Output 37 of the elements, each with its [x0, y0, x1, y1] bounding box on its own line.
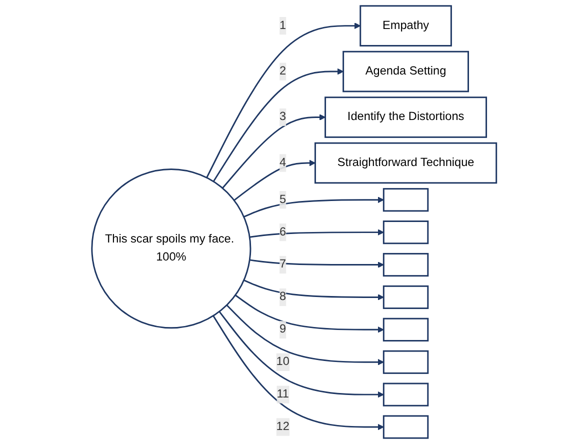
edge-label: 12: [276, 420, 290, 433]
node-box: [314, 142, 497, 184]
edge-label: 8: [279, 290, 286, 304]
node-box: [382, 350, 429, 374]
node-box: [382, 220, 429, 244]
edge-label: 6: [279, 226, 286, 238]
node-box: [342, 50, 469, 92]
arrow: [249, 229, 384, 238]
arrow: [234, 160, 316, 201]
arrow: [206, 22, 361, 178]
node-box: [382, 252, 429, 277]
edge-label: 4: [279, 156, 286, 169]
arrow: [249, 259, 384, 268]
arrow: [226, 304, 384, 366]
edge-label: 3: [279, 110, 286, 124]
edge-label: 10: [276, 355, 290, 368]
edge-label: 11: [276, 388, 289, 400]
arrow: [243, 196, 384, 218]
edge-label: 2: [279, 64, 286, 78]
edge-label: 1: [279, 19, 286, 32]
arrow: [222, 114, 326, 189]
node-box: [382, 188, 429, 212]
arrow: [212, 68, 344, 182]
node-box: [382, 415, 429, 439]
arrow: [234, 294, 384, 333]
node-box: [382, 285, 429, 310]
edge-label: 9: [279, 323, 286, 336]
node-box: [360, 5, 452, 46]
arrow: [243, 280, 384, 300]
edge-label: 5: [279, 193, 286, 206]
node-circle: [91, 168, 252, 329]
edge-label: 7: [279, 258, 286, 271]
node-box: [324, 96, 487, 138]
arrow: [218, 311, 384, 398]
arrow: [212, 315, 384, 430]
node-box: [382, 318, 429, 342]
node-box: [382, 382, 429, 406]
